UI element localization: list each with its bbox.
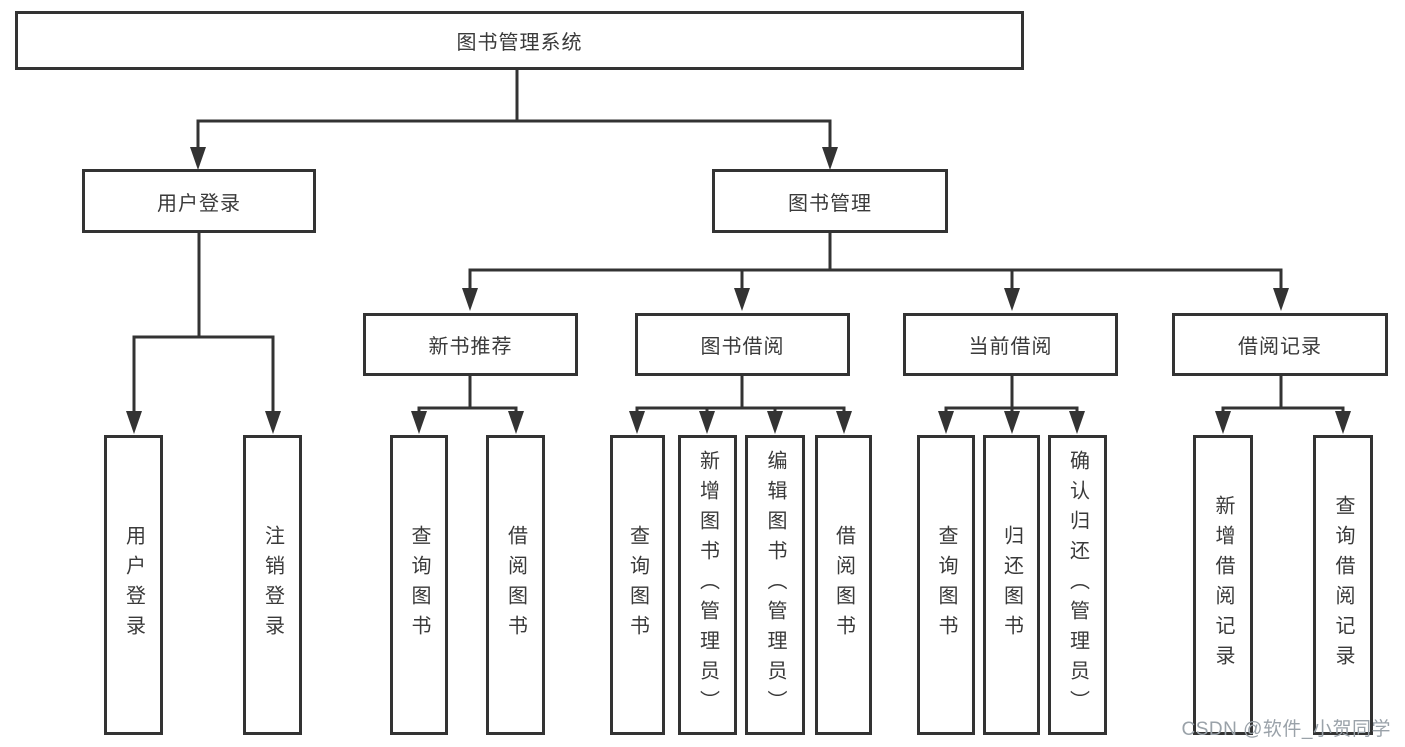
leaf-label: 确认归还（管理员）	[1066, 450, 1089, 720]
node-label: 用户登录	[157, 192, 241, 215]
leaf-return-books: 归还图书	[983, 435, 1040, 735]
leaf-label: 查询图书	[935, 525, 957, 645]
node-label: 当前借阅	[968, 336, 1053, 358]
leaf-edit-books-admin: 编辑图书（管理员）	[745, 435, 805, 735]
node-label: 图书管理系统	[456, 32, 583, 54]
node-book-management: 图书管理	[712, 169, 948, 233]
node-current-borrow: 当前借阅	[903, 313, 1118, 376]
node-library-management-system: 图书管理系统	[15, 11, 1024, 70]
leaf-label: 查询图书	[626, 525, 649, 645]
leaf-label: 归还图书	[1000, 525, 1023, 645]
leaf-query-books: 查询图书	[390, 435, 448, 735]
leaf-label: 用户登录	[122, 525, 145, 645]
leaf-add-books-admin: 新增图书（管理员）	[678, 435, 737, 735]
leaf-query-borrow-record: 查询借阅记录	[1313, 435, 1373, 735]
node-borrow-records: 借阅记录	[1172, 313, 1388, 376]
leaf-label: 编辑图书（管理员）	[764, 450, 786, 720]
node-user-login: 用户登录	[82, 169, 316, 233]
leaf-add-borrow-record: 新增借阅记录	[1193, 435, 1253, 735]
leaf-logout: 注销登录	[243, 435, 302, 735]
csdn-watermark: CSDN @软件_小贺同学	[1181, 719, 1391, 740]
leaf-query-books: 查询图书	[917, 435, 975, 735]
leaf-label: 新增图书（管理员）	[696, 450, 719, 720]
leaf-query-books: 查询图书	[610, 435, 665, 735]
node-new-book-recommend: 新书推荐	[363, 313, 578, 376]
leaf-label: 查询图书	[408, 525, 430, 645]
leaf-label: 注销登录	[261, 525, 284, 645]
node-label: 新书推荐	[428, 336, 513, 358]
leaf-label: 新增借阅记录	[1212, 495, 1234, 675]
arrowheads	[126, 147, 1351, 434]
leaf-label: 借阅图书	[832, 525, 855, 645]
leaf-label: 查询借阅记录	[1332, 495, 1354, 675]
node-label: 图书管理	[788, 192, 872, 215]
node-book-borrow: 图书借阅	[635, 313, 850, 376]
leaf-borrow-books: 借阅图书	[815, 435, 872, 735]
leaf-confirm-return-admin: 确认归还（管理员）	[1048, 435, 1107, 735]
node-label: 借阅记录	[1238, 336, 1322, 358]
leaf-label: 借阅图书	[504, 525, 527, 645]
node-label: 图书借阅	[700, 336, 785, 358]
leaf-user-login: 用户登录	[104, 435, 163, 735]
leaf-borrow-books: 借阅图书	[486, 435, 545, 735]
